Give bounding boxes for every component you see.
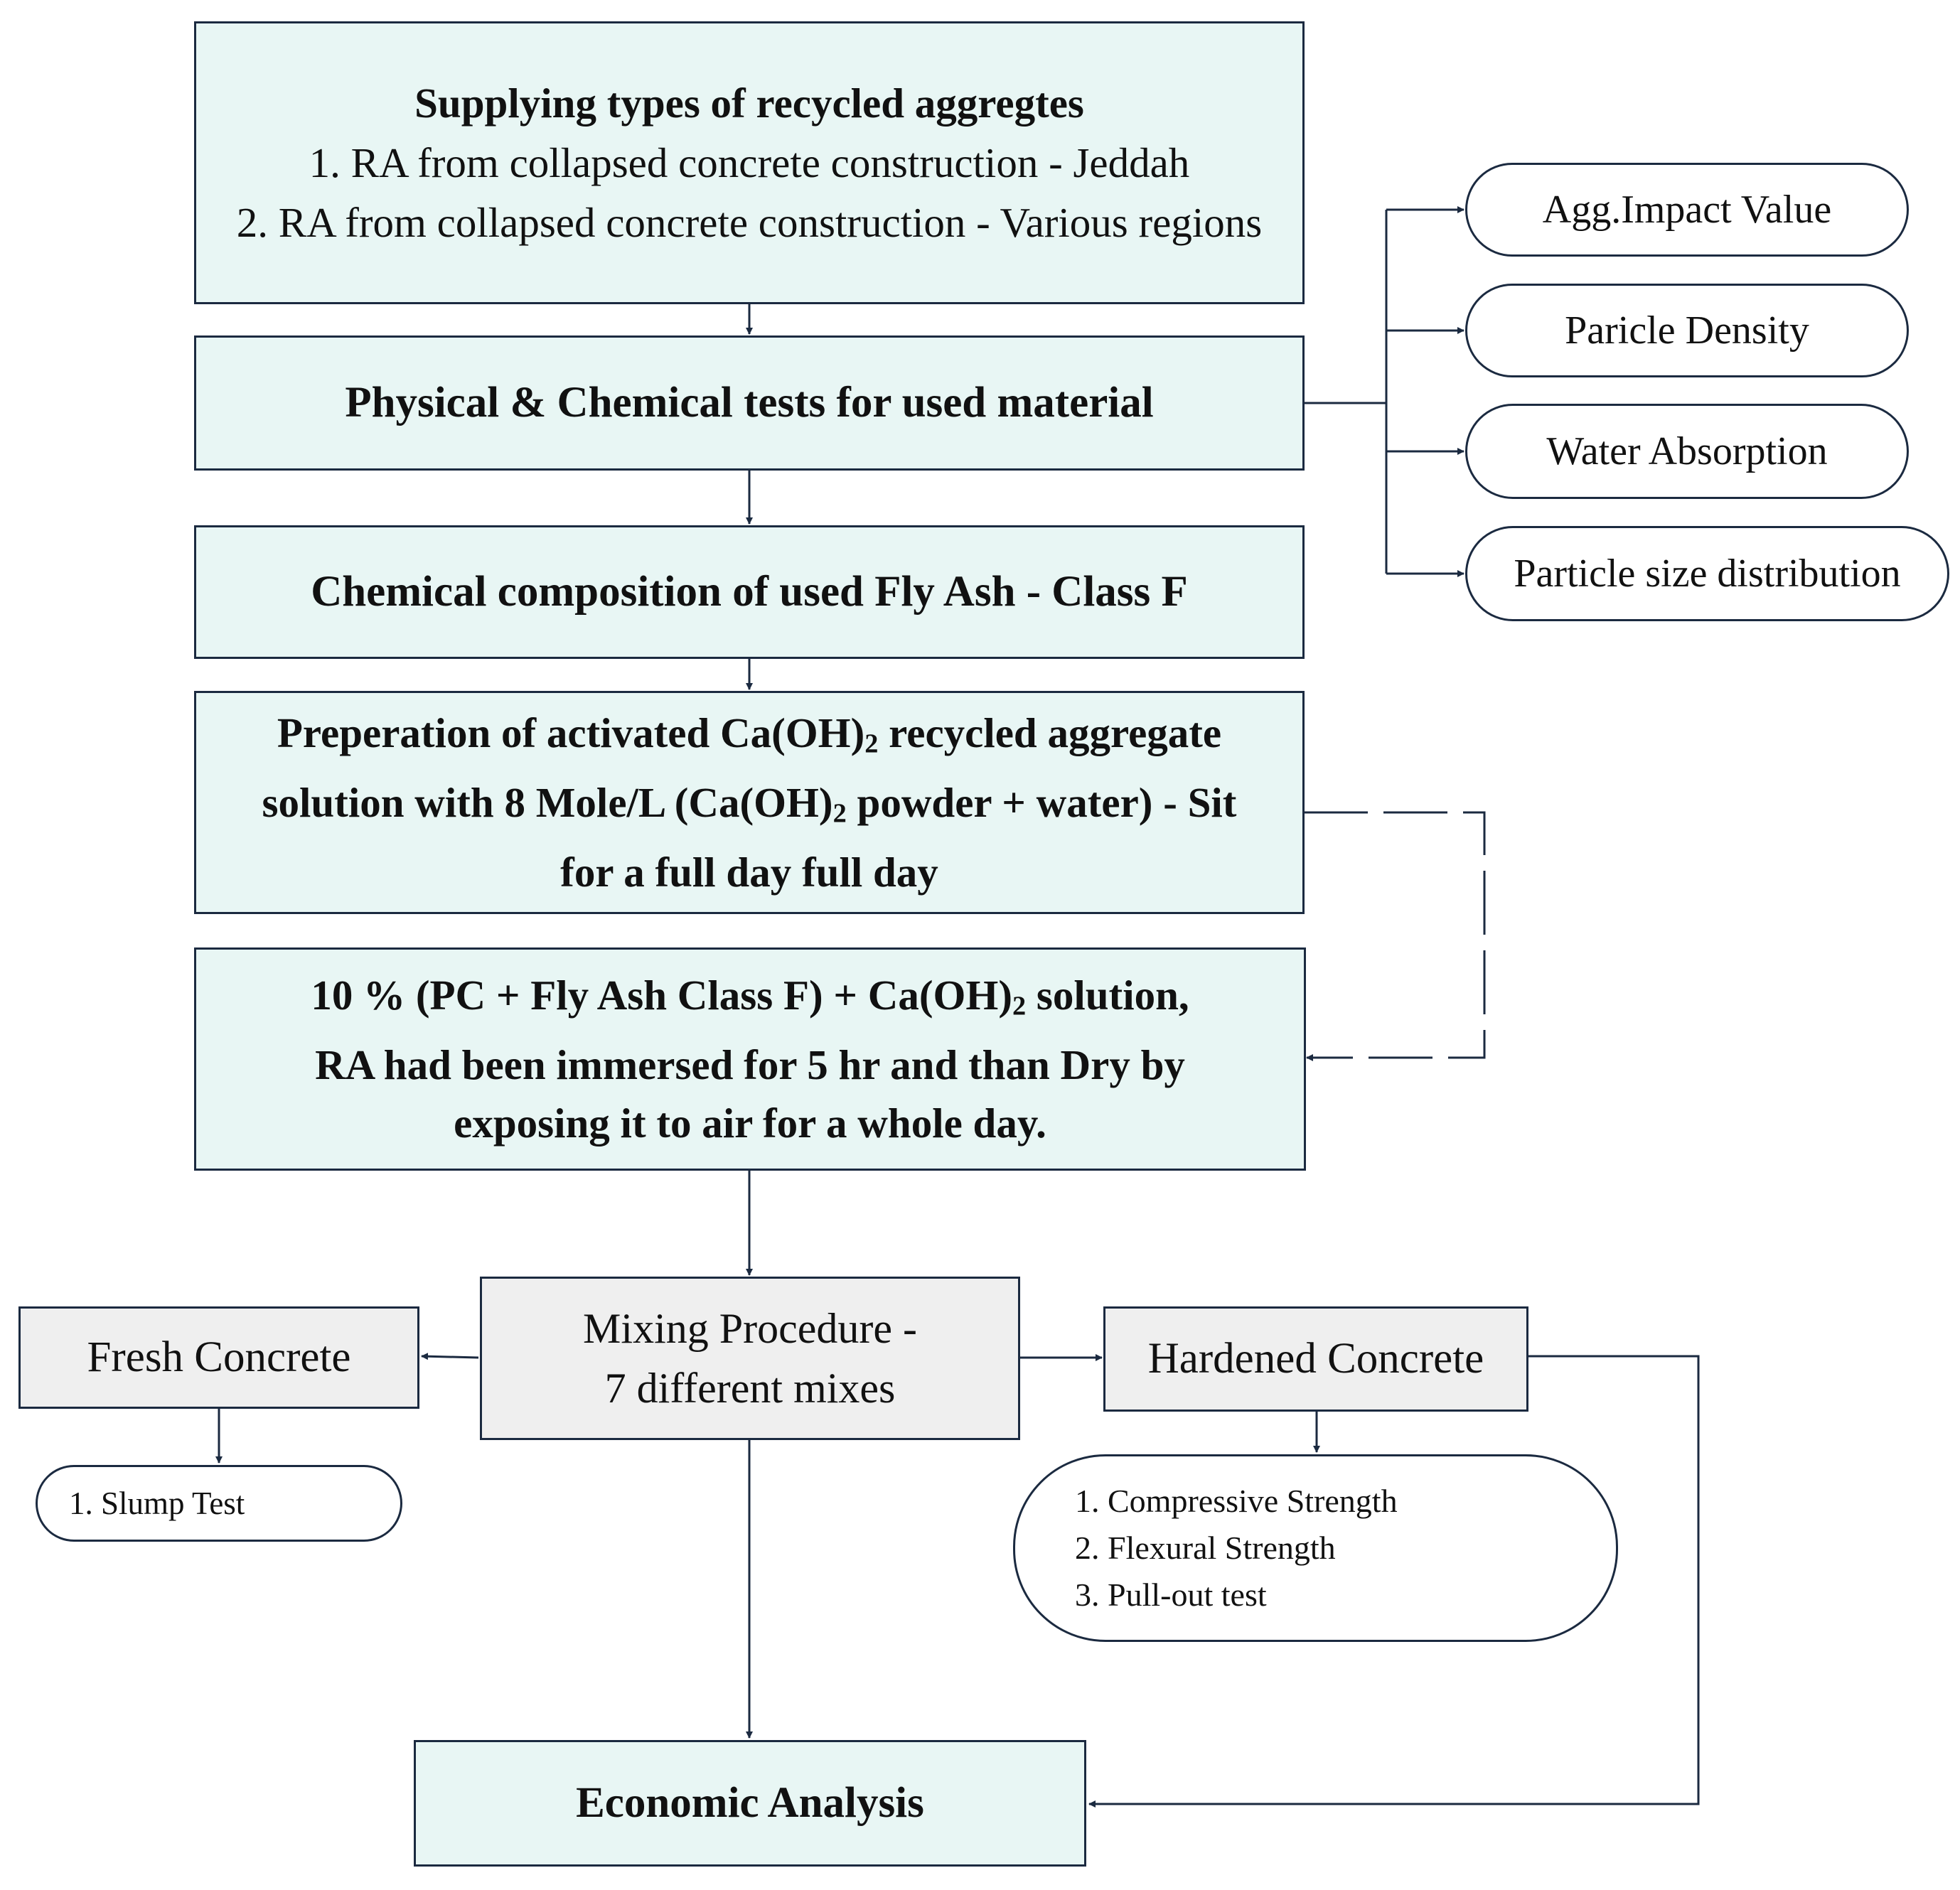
- test-label: Agg.Impact Value: [1542, 188, 1832, 232]
- fresh-test-item: 1. Slump Test: [69, 1486, 245, 1521]
- dashed-arrow-prep-to-immerse: [1304, 811, 1486, 1061]
- water-absorption-pill: Water Absorption: [1465, 404, 1909, 499]
- prep-line-3: for a full day full day: [560, 848, 938, 896]
- test-label: Particle size distribution: [1514, 552, 1901, 596]
- supply-item: 1. RA from collapsed concrete constructi…: [309, 139, 1190, 186]
- supply-item: 2. RA from collapsed concrete constructi…: [236, 199, 1263, 246]
- flyash-title: Chemical composition of used Fly Ash - C…: [311, 568, 1188, 616]
- supply-title: Supplying types of recycled aggregtes: [414, 80, 1084, 127]
- immersion-box: 10 % (PC + Fly Ash Class F) + Ca(OH)2 so…: [194, 947, 1306, 1171]
- hardened-tests-pill: 1. Compressive Strength 2. Flexural Stre…: [1013, 1454, 1618, 1642]
- arrow-mixing-to-fresh: [421, 1353, 479, 1360]
- hardened-test-item: 3. Pull-out test: [1075, 1577, 1267, 1613]
- test-label: Water Absorption: [1546, 429, 1828, 473]
- mixing-line-1: Mixing Procedure -: [583, 1305, 917, 1352]
- physical-title: Physical & Chemical tests for used mater…: [345, 379, 1154, 426]
- fresh-title: Fresh Concrete: [87, 1333, 351, 1381]
- hardened-title: Hardened Concrete: [1147, 1335, 1484, 1382]
- economic-analysis-box: Economic Analysis: [414, 1740, 1086, 1867]
- mixing-procedure-box: Mixing Procedure - 7 different mixes: [480, 1277, 1020, 1440]
- supply-box: Supplying types of recycled aggregtes 1.…: [194, 21, 1305, 304]
- fresh-concrete-box: Fresh Concrete: [18, 1306, 419, 1409]
- economic-title: Economic Analysis: [576, 1779, 924, 1827]
- agg-impact-value-pill: Agg.Impact Value: [1465, 163, 1909, 257]
- immerse-line-2: RA had been immersed for 5 hr and than D…: [315, 1041, 1185, 1088]
- fly-ash-composition-box: Chemical composition of used Fly Ash - C…: [194, 525, 1305, 659]
- test-label: Paricle Density: [1565, 308, 1809, 353]
- hardened-concrete-box: Hardened Concrete: [1103, 1306, 1528, 1412]
- slump-test-pill: 1. Slump Test: [36, 1465, 402, 1542]
- immerse-line-3: exposing it to air for a whole day.: [454, 1099, 1046, 1147]
- particle-density-pill: Paricle Density: [1465, 284, 1909, 377]
- prep-line-1: Preperation of activated Ca(OH)2 recycle…: [277, 709, 1222, 759]
- hardened-test-item: 1. Compressive Strength: [1075, 1483, 1398, 1519]
- mixing-line-2: 7 different mixes: [604, 1365, 896, 1412]
- prep-line-2: solution with 8 Mole/L (Ca(OH)2 powder +…: [262, 779, 1237, 829]
- particle-size-distribution-pill: Particle size distribution: [1465, 526, 1949, 621]
- immerse-line-1: 10 % (PC + Fly Ash Class F) + Ca(OH)2 so…: [311, 972, 1189, 1021]
- physical-chemical-tests-box: Physical & Chemical tests for used mater…: [194, 335, 1305, 471]
- hardened-test-item: 2. Flexural Strength: [1075, 1530, 1336, 1566]
- arrow-hardened-to-economic: [1088, 1355, 1700, 1808]
- preparation-box: Preperation of activated Ca(OH)2 recycle…: [194, 691, 1305, 914]
